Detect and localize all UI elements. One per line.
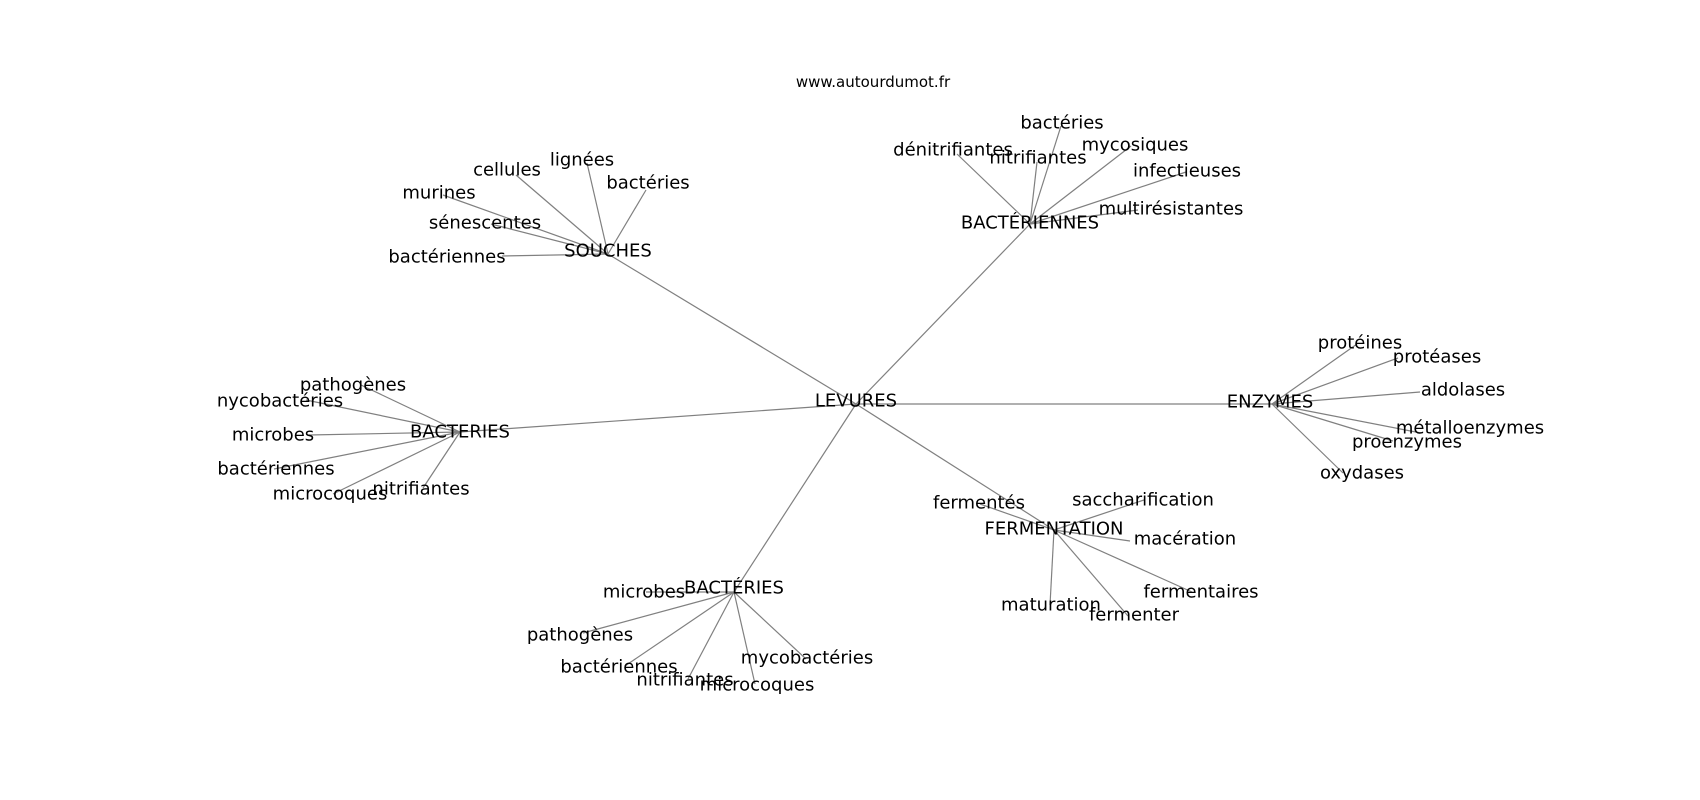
leaf-node[interactable]: murines [402,183,475,204]
hub-node[interactable]: BACTERIES [410,422,510,443]
leaf-node[interactable]: nycobactéries [217,391,343,412]
edge-hub-leaf [442,194,609,255]
edge-hub-leaf [360,384,461,433]
edge-hub-leaf [501,253,609,257]
leaf-node[interactable]: bactériennes [217,459,334,480]
leaf-node[interactable]: oxydases [1320,463,1404,484]
leaf-node[interactable]: protéases [1393,347,1481,368]
hub-node[interactable]: BACTÉRIES [684,577,784,599]
hub-node[interactable]: BACTÉRIENNES [961,212,1099,234]
edge-hub-leaf [582,591,735,634]
leaf-node[interactable]: aldolases [1421,380,1505,401]
edge-hub-leaf [490,223,609,255]
edge-hub-leaf [1271,403,1344,474]
edge-hub-leaf [586,162,609,255]
edge-center-hub [855,223,1031,405]
edge-hub-leaf [1271,357,1399,405]
edge-hub-leaf [1271,403,1394,442]
edge-hub-leaf [687,591,735,680]
leaf-node[interactable]: mycosiques [1082,135,1189,156]
edge-hub-leaf [979,503,1055,531]
leaf-node[interactable]: bactéries [1020,113,1103,134]
edge-hub-leaf [1053,499,1145,531]
leaf-node[interactable]: proenzymes [1352,432,1462,453]
edge-hub-leaf [1029,171,1187,225]
edge-hub-leaf [1029,209,1139,225]
leaf-node[interactable]: protéines [1318,333,1402,354]
edge-hub-leaf [1029,161,1038,225]
leaf-node[interactable]: dénitrifiantes [893,140,1013,161]
leaf-node[interactable]: lignées [550,150,614,171]
edge-hub-leaf [515,174,609,255]
leaf-node[interactable]: nitrifiantes [372,479,469,500]
edges [273,125,1422,685]
leaf-node[interactable]: multirésistantes [1099,199,1244,220]
edge-center-hub [459,403,857,433]
center-node[interactable]: LEVURES [815,391,897,412]
leaf-node[interactable]: pathogènes [527,625,633,646]
leaf-node[interactable]: microbes [232,425,314,446]
leaf-node[interactable]: fermentés [933,493,1025,514]
leaf-node[interactable]: métalloenzymes [1396,418,1544,439]
leaf-node[interactable]: microcoques [273,484,388,505]
leaf-node[interactable]: bactériennes [388,247,505,268]
edge-hub-leaf [308,431,461,436]
edge-hub-leaf [733,591,807,660]
leaf-node[interactable]: macération [1134,529,1236,550]
leaf-node[interactable]: fermentaires [1143,582,1258,603]
leaf-node[interactable]: nitrifiantes [636,670,733,691]
hub-node[interactable]: FERMENTATION [984,519,1123,540]
edge-hub-leaf [1271,343,1358,405]
leaf-node[interactable]: microbes [603,582,685,603]
edge-hub-leaf [1271,391,1421,405]
leaf-node[interactable]: pathogènes [300,375,406,396]
edge-hub-leaf [1029,125,1062,225]
edge-center-hub [733,403,857,593]
edge-hub-leaf [1271,403,1422,434]
edge-hub-leaf [1053,529,1131,542]
leaf-node[interactable]: fermenter [1089,605,1180,626]
edge-hub-leaf [332,431,461,495]
edge-hub-leaf [624,591,735,667]
edge-center-hub [855,403,1055,531]
edge-hub-leaf [422,431,461,489]
site-label: www.autourdumot.fr [796,73,951,91]
leaf-node[interactable]: infectieuses [1133,161,1241,182]
edge-center-hub [607,253,857,405]
edge-hub-leaf [273,431,461,470]
hub-node[interactable]: ENZYMES [1227,392,1314,413]
leaf-node[interactable]: microcoques [700,675,815,696]
hub-node[interactable]: SOUCHES [564,241,652,262]
edge-hub-leaf [305,399,461,433]
edge-hub-leaf [1049,529,1055,606]
leaf-node[interactable]: nitrifiantes [989,148,1086,169]
edge-hub-leaf [733,591,756,685]
leaf-node[interactable]: maturation [1001,595,1101,616]
edge-hub-leaf [1053,529,1129,617]
edge-hub-leaf [1029,145,1132,225]
leaf-node[interactable]: mycobactéries [741,648,873,669]
edge-hub-leaf [956,153,1031,225]
edge-hub-leaf [1053,529,1193,593]
leaf-node[interactable]: bactériennes [560,657,677,678]
leaf-node[interactable]: saccharification [1072,490,1214,511]
leaf-node[interactable]: sénescentes [429,213,541,234]
leaf-node[interactable]: cellules [473,160,541,181]
edge-hub-leaf [607,189,647,255]
leaf-node[interactable]: bactéries [606,173,689,194]
